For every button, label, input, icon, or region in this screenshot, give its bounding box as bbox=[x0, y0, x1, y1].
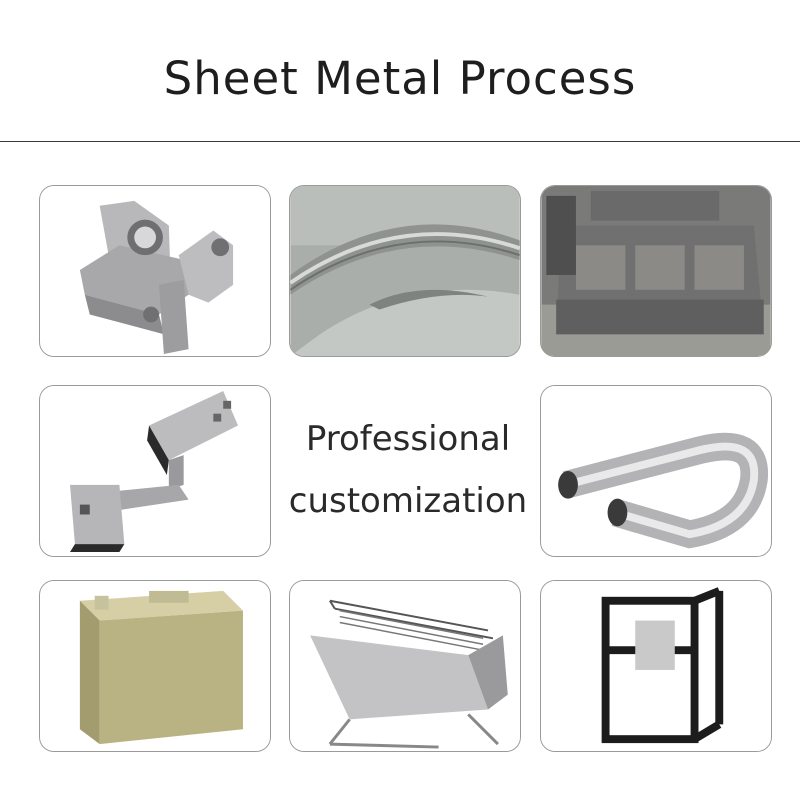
bbq-grill-image bbox=[290, 581, 520, 751]
u-tube-tile bbox=[540, 385, 772, 557]
bbq-grill-tile bbox=[289, 580, 521, 752]
black-frame-tile bbox=[540, 580, 772, 752]
metal-tank-image bbox=[40, 581, 270, 751]
angled-bracket-image bbox=[40, 386, 270, 556]
u-tube-image bbox=[541, 386, 771, 556]
center-caption: Professional customization bbox=[284, 408, 532, 532]
black-frame-image bbox=[541, 581, 771, 751]
steel-frame-tile bbox=[540, 185, 772, 357]
steel-bracket-image bbox=[40, 186, 270, 356]
weld-seam-image bbox=[290, 186, 520, 356]
bracket-tile bbox=[39, 185, 271, 357]
steel-frame-image bbox=[541, 186, 771, 356]
title-divider bbox=[0, 141, 800, 142]
page-title: Sheet Metal Process bbox=[163, 52, 637, 105]
center-line-customization: customization bbox=[288, 481, 528, 521]
center-line-professional: Professional bbox=[305, 419, 511, 459]
tank-tile bbox=[39, 580, 271, 752]
angled-bracket-tile bbox=[39, 385, 271, 557]
weld-seam-tile bbox=[289, 185, 521, 357]
